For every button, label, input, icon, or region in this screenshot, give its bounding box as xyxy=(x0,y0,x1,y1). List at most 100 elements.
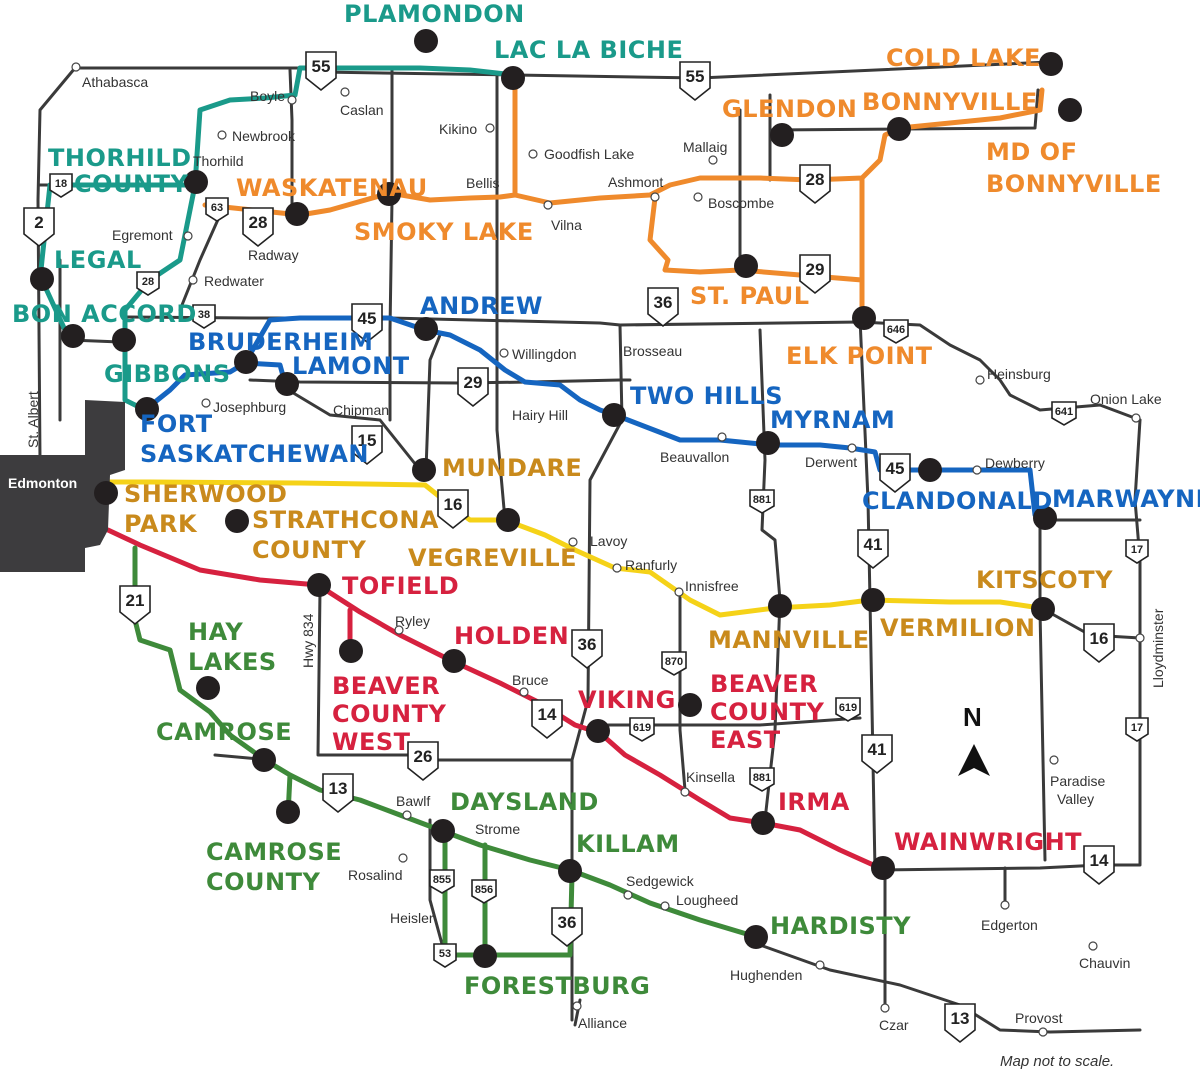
highway-shield-21: 21 xyxy=(119,585,151,626)
label-bonnyville: BONNYVILLE xyxy=(862,88,1038,116)
town-onion-lake: Onion Lake xyxy=(1090,391,1162,407)
town-egremont: Egremont xyxy=(112,227,173,243)
svg-text:63: 63 xyxy=(211,202,223,214)
town-lavoy: Lavoy xyxy=(590,533,627,549)
blue-route xyxy=(142,315,1038,518)
town-caslan: Caslan xyxy=(340,102,384,118)
svg-text:45: 45 xyxy=(886,459,905,478)
label-lamont: LAMONT xyxy=(292,352,410,380)
label-glendon: GLENDON xyxy=(722,95,857,123)
highway-shield-29b: 29 xyxy=(457,367,489,408)
label-two-hills: TWO HILLS xyxy=(630,382,783,410)
highway-shield-870: 870 xyxy=(661,651,687,676)
stop-markers xyxy=(30,29,1082,968)
svg-text:855: 855 xyxy=(433,874,451,886)
svg-text:45: 45 xyxy=(358,309,377,328)
town-provost: Provost xyxy=(1015,1010,1063,1026)
highway-shield-28b: 28 xyxy=(136,271,160,296)
highway-shield-36b: 36 xyxy=(571,629,603,670)
label-st-paul: ST. PAUL xyxy=(690,282,810,310)
highway-shield-38: 38 xyxy=(192,304,216,329)
svg-text:41: 41 xyxy=(864,535,883,554)
town-boscombe: Boscombe xyxy=(708,195,774,211)
svg-text:28: 28 xyxy=(249,213,268,232)
svg-text:14: 14 xyxy=(1090,851,1109,870)
town-newbrook: Newbrook xyxy=(232,128,296,144)
highway-shield-29a: 29 xyxy=(799,254,831,295)
svg-text:55: 55 xyxy=(312,57,331,76)
highway-shield-619b: 619 xyxy=(835,697,861,722)
town-vilna: Vilna xyxy=(551,217,582,233)
community-labels: PLAMONDON LAC LA BICHE THORHILD COUNTY L… xyxy=(12,0,1200,1000)
svg-text:14: 14 xyxy=(538,705,557,724)
label-sherwood-park-1: SHERWOOD xyxy=(124,480,287,508)
highway-shield-13b: 13 xyxy=(944,1003,976,1044)
svg-text:13: 13 xyxy=(951,1009,970,1028)
label-beaver-west-2: COUNTY xyxy=(332,700,446,728)
label-beaver-east-1: BEAVER xyxy=(710,670,818,698)
svg-text:641: 641 xyxy=(1055,406,1073,418)
north-arrow: N xyxy=(958,702,990,776)
label-mannville: MANNVILLE xyxy=(708,626,870,654)
label-holden: HOLDEN xyxy=(454,622,569,650)
town-sedgewick: Sedgewick xyxy=(626,873,695,889)
edmonton-city-area: Edmonton xyxy=(0,400,125,572)
town-rosalind: Rosalind xyxy=(348,867,402,883)
highway-shield-26: 26 xyxy=(407,741,439,782)
highway-shield-646: 646 xyxy=(883,319,909,344)
highway-shield-14a: 14 xyxy=(531,699,563,740)
label-camrose-county-1: CAMROSE xyxy=(206,838,342,866)
highway-shield-17a: 17 xyxy=(1125,539,1149,564)
town-edgerton: Edgerton xyxy=(981,917,1038,933)
label-cold-lake: COLD LAKE xyxy=(886,44,1041,72)
scale-note: Map not to scale. xyxy=(1000,1053,1114,1070)
town-innisfree: Innisfree xyxy=(685,578,739,594)
orange-route xyxy=(202,72,1045,321)
town-czar: Czar xyxy=(879,1017,909,1033)
label-beaver-west-3: WEST xyxy=(332,728,411,756)
label-camrose: CAMROSE xyxy=(156,718,292,746)
svg-text:881: 881 xyxy=(753,772,771,784)
svg-text:2: 2 xyxy=(34,213,43,232)
svg-text:38: 38 xyxy=(198,309,210,321)
town-bellis: Bellis xyxy=(466,175,499,191)
town-heinsburg: Heinsburg xyxy=(987,366,1051,382)
town-radway: Radway xyxy=(248,247,299,263)
svg-text:870: 870 xyxy=(665,656,683,668)
town-brosseau: Brosseau xyxy=(623,343,682,359)
svg-text:17: 17 xyxy=(1131,722,1143,734)
town-beauvallon: Beauvallon xyxy=(660,449,729,465)
highway-shield-53: 53 xyxy=(433,943,457,968)
label-vermilion: VERMILION xyxy=(880,614,1035,642)
label-gibbons: GIBBONS xyxy=(104,360,231,388)
highway-shield-2: 2 xyxy=(23,207,55,248)
highway-shield-15: 15 xyxy=(351,425,383,466)
label-forestburg: FORESTBURG xyxy=(464,972,650,1000)
town-ryley: Ryley xyxy=(395,613,430,629)
label-legal: LEGAL xyxy=(54,246,142,274)
town-kinsella: Kinsella xyxy=(686,769,735,785)
svg-text:619: 619 xyxy=(633,722,651,734)
small-towns: Athabasca Boyle Caslan Newbrook Thorhild… xyxy=(25,62,1166,1037)
label-thorhild-county-1: THORHILD xyxy=(48,144,192,172)
town-hughenden: Hughenden xyxy=(730,967,802,983)
highway-shield-856: 856 xyxy=(471,879,497,904)
svg-text:36: 36 xyxy=(654,293,673,312)
town-paradise-valley-1: Paradise xyxy=(1050,773,1105,789)
label-strathcona-1: STRATHCONA xyxy=(252,506,439,534)
town-hwy834: Hwy 834 xyxy=(300,613,316,668)
town-chauvin: Chauvin xyxy=(1079,955,1130,971)
highway-shield-45b: 45 xyxy=(879,453,911,494)
label-mundare: MUNDARE xyxy=(442,454,582,482)
town-athabasca: Athabasca xyxy=(82,74,148,90)
label-bruderheim: BRUDERHEIM xyxy=(188,328,373,356)
town-st-albert: St. Albert xyxy=(25,391,41,448)
town-ashmont: Ashmont xyxy=(608,174,663,190)
label-killam: KILLAM xyxy=(576,830,680,858)
town-kikino: Kikino xyxy=(439,121,477,137)
svg-text:26: 26 xyxy=(414,747,433,766)
label-clandonald: CLANDONALD xyxy=(862,487,1053,515)
svg-text:18: 18 xyxy=(55,178,67,190)
svg-text:55: 55 xyxy=(686,67,705,86)
